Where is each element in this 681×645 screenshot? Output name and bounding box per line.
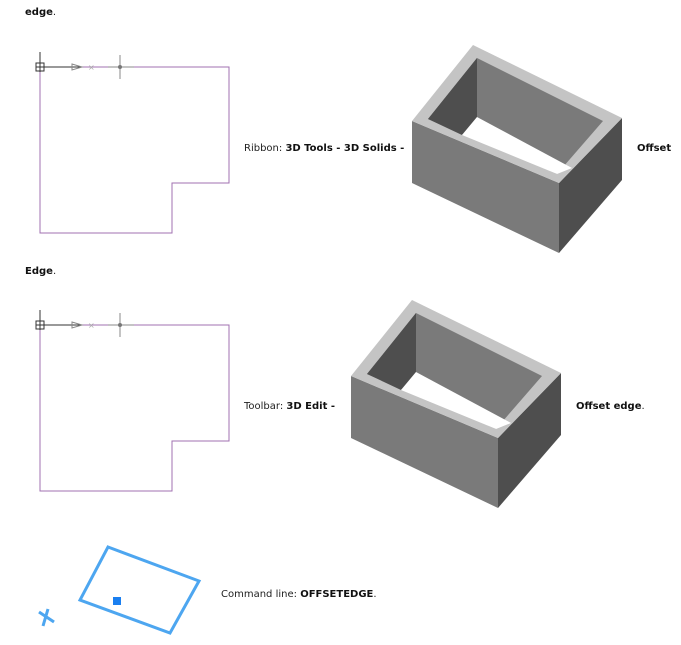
offset-box-1 (412, 45, 622, 253)
svg-text:×: × (88, 321, 95, 330)
section-heading: Edge. (25, 266, 57, 277)
command-line-instruction: Command line: OFFSETEDGE. (221, 589, 377, 600)
intro-text: edge. (25, 7, 57, 18)
grip-icon (113, 597, 121, 605)
svg-text:×: × (88, 63, 95, 72)
toolbar-command: Offset edge. (576, 401, 645, 412)
highlighted-edge-rectangle (77, 545, 202, 635)
toolbar-instruction: Toolbar: 3D Edit - (244, 401, 335, 412)
selection-preview (38, 545, 202, 635)
floor-plan-2: × (35, 310, 230, 492)
ribbon-command: Offset (637, 143, 672, 154)
offset-box-2 (351, 300, 561, 508)
ribbon-instruction: Ribbon: 3D Tools - 3D Solids - (244, 143, 405, 154)
floor-plan-1: × (35, 52, 230, 234)
ucs-icon (35, 62, 45, 72)
